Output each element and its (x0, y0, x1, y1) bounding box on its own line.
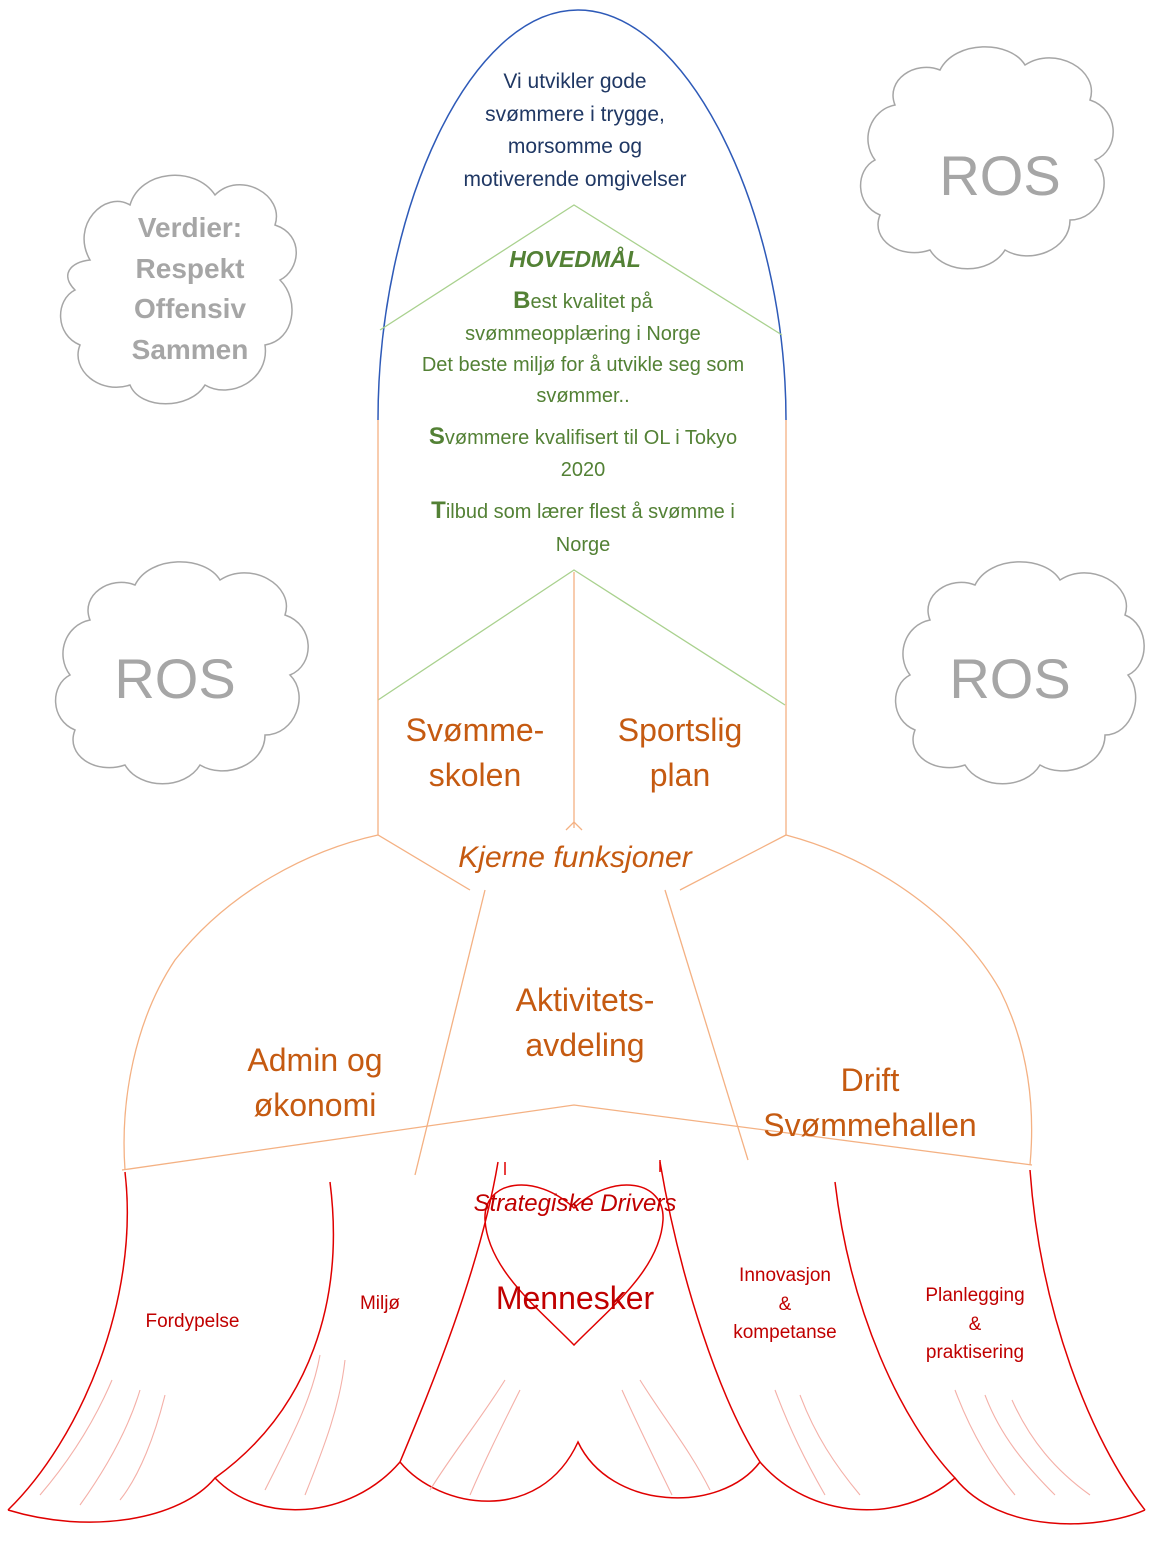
driver-miljo: Miljø (359, 1293, 401, 1314)
driver-planlegging-line: & (968, 1313, 982, 1335)
driver-fold-2 (399, 1161, 499, 1463)
department-left-lobe (123, 834, 471, 1171)
hatch-line (774, 1389, 826, 1496)
department-operations: Drift Svømmehallen (755, 1058, 985, 1148)
cloud-shapes (54, 46, 1145, 785)
goal-2-line2: svømmer.. (536, 385, 630, 408)
driver-fold-left-edge (7, 1171, 129, 1511)
core-functions-title: Kjerne funksjoner (458, 841, 692, 874)
department-activity-line: Aktivitets- (515, 982, 655, 1018)
goal-2-line1: Det beste miljø for å utvikle seg som (421, 354, 745, 377)
core-sport-plan-line: plan (649, 756, 711, 793)
driver-innovasjon-line: Innovasjon (739, 1265, 831, 1286)
goals-title: HOVEDMÅL (509, 246, 641, 272)
drivers-title: Strategiske Drivers (473, 1190, 677, 1217)
driver-planlegging-line: praktisering (925, 1342, 1025, 1363)
driver-fold-right-edge (1029, 1169, 1146, 1511)
core-function-swim-school: Svømme- skolen (390, 708, 560, 798)
core-roof-line (377, 569, 786, 706)
ros-cloud-left: ROS (114, 647, 236, 710)
vision-line: motiverende omgivelser (463, 167, 687, 191)
goal-1-text: est kvalitet på (530, 291, 653, 313)
hatch-line (621, 1389, 673, 1496)
body-outline (121, 420, 1033, 1176)
vision-statement: Vi utvikler gode svømmere i trygge, mors… (430, 66, 720, 196)
department-base (121, 1104, 1033, 1171)
values-cloud: Verdier: Respekt Offensiv Sammen (90, 208, 290, 370)
heart-icon (484, 1184, 664, 1347)
hatch-line (264, 1354, 321, 1491)
department-activity-line: avdeling (525, 1026, 645, 1063)
hatch-line (639, 1379, 711, 1491)
goal-lines (377, 204, 786, 706)
department-right-lobe (679, 834, 1033, 1166)
hatch-line (954, 1389, 1016, 1496)
goal-3-text: vømmere kvalifisert til OL i Tokyo (444, 427, 738, 450)
goal-3-line2: 2020 (560, 459, 606, 482)
values-cloud-shape (59, 174, 297, 405)
department-admin: Admin og økonomi (215, 1038, 415, 1128)
values-line: Sammen (131, 333, 249, 365)
driver-fold-3 (659, 1161, 761, 1463)
department-divider-left (414, 889, 486, 1176)
goal-roof-line (379, 204, 783, 336)
ros-cloud-right-shape (894, 561, 1145, 785)
driver-mennesker: Mennesker (495, 1280, 655, 1316)
department-divider-right (664, 889, 749, 1161)
ros-cloud-top-right-shape (859, 46, 1114, 270)
hatch-line (119, 1394, 166, 1501)
driver-innovasjon-line: & (778, 1293, 792, 1315)
hatch-line (1011, 1399, 1091, 1496)
hatch-line (429, 1379, 506, 1491)
hatch-line (799, 1394, 861, 1496)
driver-innovasjon: Innovasjon & kompetanse (700, 1262, 870, 1348)
department-operations-line: Drift (840, 1062, 900, 1098)
vision-line: Vi utvikler gode (503, 70, 647, 93)
driver-fordypelse: Fordypelse (145, 1311, 240, 1332)
ros-cloud-right: ROS (949, 647, 1071, 710)
driver-fold-1 (214, 1181, 335, 1479)
driver-planlegging-line: Planlegging (925, 1285, 1025, 1306)
driver-innovasjon-line: kompetanse (733, 1322, 837, 1343)
goal-4: Tilbud som lærer flest å svømme i (380, 492, 786, 529)
core-swim-school-line: Svømme- (405, 712, 545, 748)
ros-cloud-top-right: ROS (939, 144, 1061, 207)
department-operations-line: Svømmehallen (763, 1106, 977, 1143)
hatch-line (469, 1389, 521, 1496)
values-line: Verdier: (137, 212, 243, 243)
goal-4-line2: Norge (555, 533, 611, 556)
driver-fold-4 (834, 1181, 956, 1479)
hatch-line (39, 1379, 113, 1496)
department-admin-line: Admin og (247, 1042, 383, 1078)
driver-hatch (39, 1354, 1091, 1506)
goal-3-initial: S (428, 423, 445, 451)
hatch-line (984, 1394, 1056, 1496)
hatch-line (79, 1389, 141, 1506)
goal-1-initial: B (513, 287, 531, 314)
core-sport-plan-line: Sportslig (617, 712, 743, 748)
goal-1: Best kvalitet på (380, 282, 786, 319)
driver-outlines (7, 1160, 1146, 1525)
core-function-sport-plan: Sportslig plan (595, 708, 765, 798)
goal-4-text: ilbud som lærer flest å svømme i (445, 501, 735, 524)
department-activity: Aktivitets- avdeling (485, 978, 685, 1068)
department-admin-line: økonomi (253, 1086, 377, 1123)
values-line: Offensiv (133, 293, 247, 325)
goal-1-line2: svømmeopplæring i Norge (465, 323, 701, 346)
driver-bottom-scallops (7, 1440, 1146, 1525)
goal-3: Svømmere kvalifisert til OL i Tokyo (380, 418, 786, 455)
goal-4-initial: T (431, 497, 446, 525)
goals-list: Best kvalitet på svømmeopplæring i Norge… (380, 282, 786, 561)
hatch-line (304, 1359, 346, 1496)
vision-line: svømmere i trygge, (485, 102, 665, 126)
vision-dome-outline (377, 9, 787, 421)
core-arrow (565, 821, 583, 831)
values-line: Respekt (135, 252, 245, 284)
vision-line: morsomme og (507, 135, 643, 159)
ros-cloud-left-shape (54, 561, 309, 785)
core-swim-school-line: skolen (428, 756, 522, 793)
driver-planlegging: Planlegging & praktisering (890, 1282, 1060, 1368)
